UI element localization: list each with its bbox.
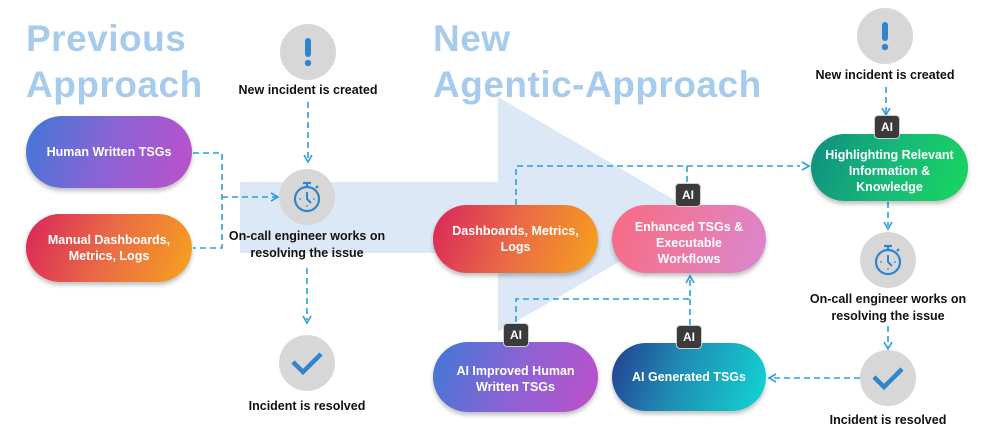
- prev-resolved-label: Incident is resolved: [248, 399, 366, 413]
- checkmark-icon: [291, 352, 323, 376]
- previous-approach-title: Previous Approach: [26, 18, 203, 106]
- pill-human-written-tsgs: Human Written TSGs: [26, 116, 192, 188]
- pill-ai-improved-tsgs: AI Improved Human Written TSGs: [433, 342, 598, 412]
- pill-manual-dashboards: Manual Dashboards, Metrics, Logs: [26, 214, 192, 282]
- new-engineer-label: On-call engineer works on resolving the …: [809, 292, 967, 323]
- pill-dashboards-metrics-logs: Dashboards, Metrics, Logs: [433, 205, 598, 273]
- exclamation-icon: [881, 22, 889, 51]
- new-approach-title: New Agentic-Approach: [433, 18, 762, 106]
- pill-highlighting-relevant-info: Highlighting Relevant Information & Know…: [811, 134, 968, 201]
- new-title-line1: New: [433, 18, 511, 59]
- pill-label: AI Generated TSGs: [632, 370, 746, 384]
- step-prev-incident-created: [280, 24, 336, 80]
- pill-ai-generated-tsgs: AI Generated TSGs: [612, 343, 766, 411]
- pill-label: AI Improved Human Written TSGs: [456, 364, 575, 394]
- new-resolved-label: Incident is resolved: [829, 413, 947, 427]
- pill-label: Human Written TSGs: [46, 145, 172, 159]
- pill-label: Manual Dashboards, Metrics, Logs: [47, 233, 171, 263]
- prev-engineer-label: On-call engineer works on resolving the …: [228, 229, 386, 260]
- previous-title-line2: Approach: [26, 64, 203, 105]
- ai-badge: AI: [503, 323, 529, 347]
- step-new-incident-created: [857, 8, 913, 64]
- step-new-incident-resolved: [860, 350, 916, 406]
- connector-prev-tsgs: [193, 152, 223, 249]
- pill-label: Enhanced TSGs & Executable Workflows: [634, 220, 744, 266]
- ai-badge: AI: [675, 183, 701, 207]
- stopwatch-icon: [874, 244, 902, 276]
- step-prev-engineer-works: [279, 169, 335, 225]
- pill-label: Highlighting Relevant Information & Know…: [825, 147, 954, 194]
- exclamation-icon: [304, 38, 312, 67]
- stopwatch-icon: [293, 181, 321, 213]
- step-new-engineer-works: [860, 232, 916, 288]
- connector-dashboards-to-highlight: [515, 165, 800, 205]
- pill-label: Dashboards, Metrics, Logs: [452, 224, 579, 254]
- prev-incident-label: New incident is created: [238, 83, 378, 97]
- ai-badge: AI: [874, 115, 900, 139]
- ai-badge: AI: [676, 325, 702, 349]
- pill-enhanced-tsgs: Enhanced TSGs & Executable Workflows: [612, 205, 766, 273]
- checkmark-icon: [872, 367, 904, 391]
- previous-title-line1: Previous: [26, 18, 187, 59]
- new-incident-label: New incident is created: [815, 68, 955, 82]
- connector-improved-to-enhanced: [515, 280, 691, 322]
- new-title-line2: Agentic-Approach: [433, 64, 762, 105]
- step-prev-incident-resolved: [279, 335, 335, 391]
